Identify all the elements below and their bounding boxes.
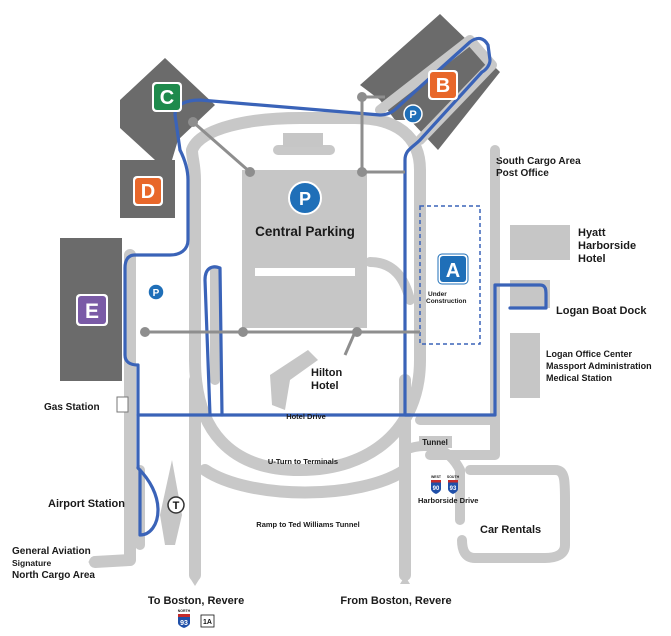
hilton-building[interactable] [270, 350, 318, 410]
svg-text:1A: 1A [203, 619, 212, 626]
logan-boat-dock-label: Logan Boat Dock [556, 305, 647, 317]
gas-station-label: Gas Station [44, 402, 100, 413]
terminal-badge-b[interactable]: B [428, 70, 458, 100]
terminal-badge-c[interactable]: C [152, 82, 182, 112]
svg-text:P: P [299, 189, 311, 209]
interstate-shields: WEST 90 SOUTH 93 [431, 475, 460, 494]
parking-icon-e[interactable]: P [147, 283, 165, 301]
parking-icon-b[interactable]: P [403, 104, 423, 124]
svg-text:Hotel: Hotel [311, 380, 339, 392]
general-aviation-label: General Aviation [12, 546, 91, 557]
under-construction-label: Under [428, 291, 447, 298]
tram-stop-central-west[interactable] [245, 167, 255, 177]
tram-stop-c[interactable] [188, 117, 198, 127]
terminal-badge-d[interactable]: D [133, 176, 163, 206]
route-93-shield: NORTH 93 [178, 609, 191, 628]
svg-text:P: P [153, 288, 160, 299]
terminal-b-label: B [436, 75, 450, 97]
small-structure [283, 133, 323, 147]
svg-text:Hotel: Hotel [578, 253, 606, 265]
svg-text:T: T [173, 500, 180, 512]
harborside-drive-label: Harborside Drive [418, 496, 478, 505]
gas-station-marker[interactable] [116, 396, 129, 413]
car-rentals-label: Car Rentals [480, 524, 541, 536]
svg-text:93: 93 [180, 620, 188, 627]
route-1a-sign: 1A [200, 614, 215, 628]
svg-text:Post Office: Post Office [496, 168, 549, 179]
from-boston-label: From Boston, Revere [340, 595, 451, 607]
tram-stop-hilton[interactable] [352, 327, 362, 337]
svg-text:90: 90 [433, 486, 440, 492]
from-boston-arrow [400, 576, 410, 584]
svg-text:Harborside: Harborside [578, 240, 636, 252]
svg-text:WEST: WEST [431, 475, 442, 479]
parking-icon-central[interactable]: P [288, 181, 322, 215]
hyatt-building[interactable] [510, 225, 570, 260]
svg-text:North Cargo Area: North Cargo Area [12, 570, 95, 581]
svg-text:Construction: Construction [426, 298, 466, 305]
hyatt-label: Hyatt [578, 227, 606, 239]
terminal-badge-a[interactable]: A [437, 253, 469, 285]
blue-route [123, 36, 548, 537]
hotel-drive-label: Hotel Drive [286, 412, 326, 421]
central-parking-label: Central Parking [255, 224, 355, 239]
general-aviation-arrow [88, 557, 96, 567]
terminal-c-label: C [160, 87, 174, 109]
terminal-a-construction-zone[interactable] [419, 205, 481, 345]
terminal-badge-e[interactable]: E [76, 294, 108, 326]
svg-text:SOUTH: SOUTH [447, 475, 460, 479]
hilton-hotel-label: Hilton [311, 367, 342, 379]
svg-text:Medical Station: Medical Station [546, 373, 612, 383]
people-mover-line [140, 92, 420, 356]
svg-text:Signature: Signature [12, 558, 51, 568]
svg-text:Massport Administration: Massport Administration [546, 361, 652, 371]
svg-text:Tunnel: Tunnel [422, 438, 448, 447]
t-station-icon[interactable]: T [167, 496, 185, 514]
logan-office-building[interactable] [510, 333, 540, 398]
to-boston-arrow [190, 578, 200, 586]
airport-station-label: Airport Station [48, 498, 125, 510]
terminal-d-label: D [141, 181, 155, 203]
south-cargo-arrow [490, 150, 500, 158]
terminal-a-label: A [446, 260, 460, 282]
to-boston-label: To Boston, Revere [148, 595, 244, 607]
svg-text:93: 93 [450, 486, 457, 492]
logan-office-label: Logan Office Center [546, 349, 633, 359]
svg-text:NORTH: NORTH [178, 609, 191, 613]
u-turn-label: U-Turn to Terminals [268, 457, 338, 466]
tram-stop-central-east[interactable] [357, 167, 367, 177]
tram-stop-e[interactable] [140, 327, 150, 337]
tram-stop-b[interactable] [357, 92, 367, 102]
south-cargo-label: South Cargo Area [496, 156, 581, 167]
svg-text:P: P [409, 109, 416, 121]
tram-stop-central-south[interactable] [238, 327, 248, 337]
ramp-label: Ramp to Ted Williams Tunnel [256, 520, 359, 529]
terminal-e-label: E [85, 300, 99, 323]
tunnel-sign[interactable]: Tunnel [419, 436, 452, 448]
